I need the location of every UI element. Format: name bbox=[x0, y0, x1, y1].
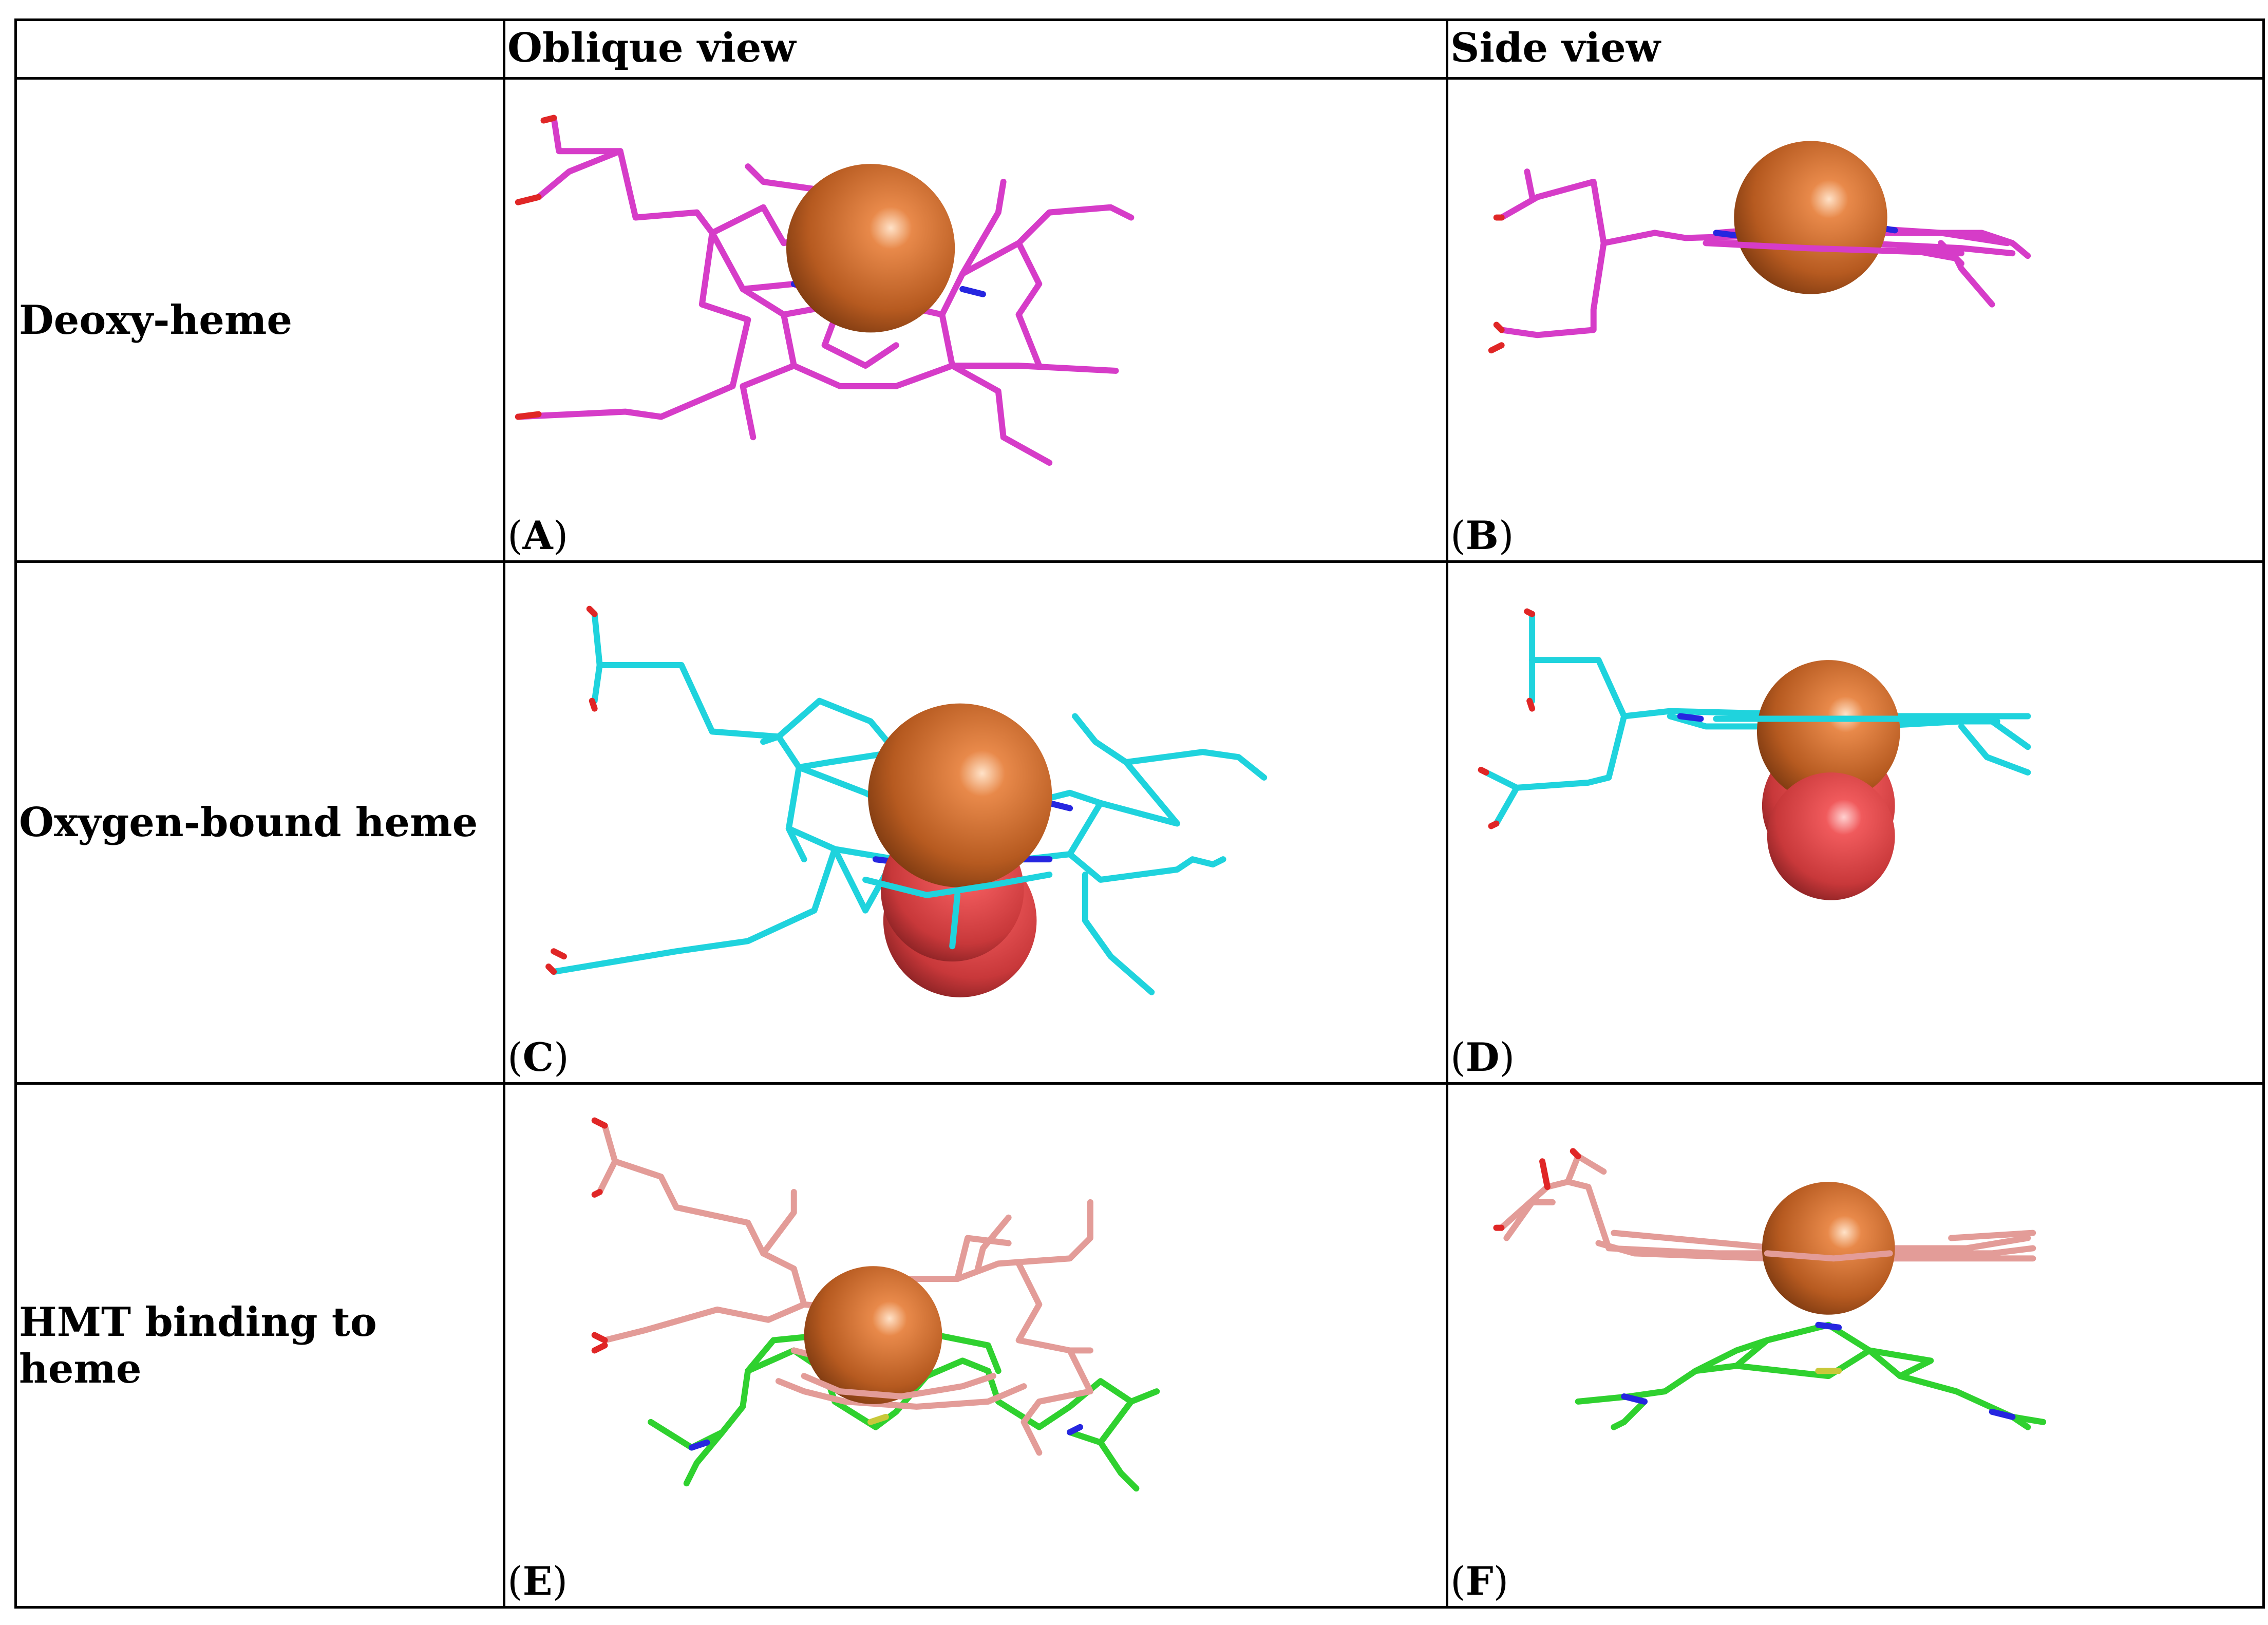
iron-atom bbox=[804, 1266, 942, 1404]
panel-d: (D) bbox=[1446, 560, 2265, 1085]
hmt-heme-oblique-structure bbox=[591, 1117, 1160, 1492]
iron-atom bbox=[1734, 141, 1887, 294]
panel-label-e: (E) bbox=[507, 1558, 568, 1604]
header-side-view: Side view bbox=[1446, 18, 2265, 80]
row-label-cell: Deoxy-heme bbox=[14, 77, 505, 563]
figure-table: Oblique view Side view Deoxy-heme bbox=[14, 18, 2265, 1609]
side-view-heading: Side view bbox=[1450, 25, 1661, 71]
header-row: Oblique view Side view bbox=[14, 18, 2265, 80]
row-label-cell: HMT binding to heme bbox=[14, 1082, 505, 1609]
iron-atom bbox=[786, 164, 955, 333]
panel-e: (E) bbox=[503, 1082, 1448, 1609]
hmt-heme-side-structure bbox=[1493, 1148, 2047, 1430]
row-label: HMT binding to heme bbox=[19, 1298, 377, 1392]
oblique-view-heading: Oblique view bbox=[507, 25, 796, 71]
panel-a: (A) bbox=[503, 77, 1448, 563]
deoxy-heme-oblique-structure bbox=[515, 115, 1135, 466]
iron-atom bbox=[1756, 660, 1900, 803]
row-oxygen-bound-heme: Oxygen-bound heme bbox=[14, 560, 2265, 1085]
iron-atom bbox=[868, 703, 1052, 887]
panel-label-c: (C) bbox=[507, 1034, 569, 1080]
oxygen-bound-heme-side-structure bbox=[1478, 608, 2031, 900]
panel-label-b: (B) bbox=[1450, 513, 1514, 558]
header-oblique-view: Oblique view bbox=[503, 18, 1448, 80]
iron-atom bbox=[1762, 1182, 1895, 1315]
panel-label-d: (D) bbox=[1450, 1034, 1515, 1080]
row-label-cell: Oxygen-bound heme bbox=[14, 560, 505, 1085]
row-hmt-binding-to-heme: HMT binding to heme bbox=[14, 1082, 2265, 1609]
panel-c: (C) bbox=[503, 560, 1448, 1085]
row-deoxy-heme: Deoxy-heme bbox=[14, 77, 2265, 563]
row-label: Deoxy-heme bbox=[19, 296, 292, 344]
oxygen-atom bbox=[1767, 772, 1895, 900]
deoxy-heme-side-structure bbox=[1488, 141, 2031, 354]
panel-label-a: (A) bbox=[507, 513, 569, 558]
row-label: Oxygen-bound heme bbox=[19, 799, 478, 846]
panel-label-f: (F) bbox=[1450, 1558, 1509, 1604]
panel-b: (B) bbox=[1446, 77, 2265, 563]
oxygen-bound-heme-oblique-structure bbox=[545, 606, 1268, 997]
panel-f: (F) bbox=[1446, 1082, 2265, 1609]
header-empty-cell bbox=[14, 18, 505, 80]
